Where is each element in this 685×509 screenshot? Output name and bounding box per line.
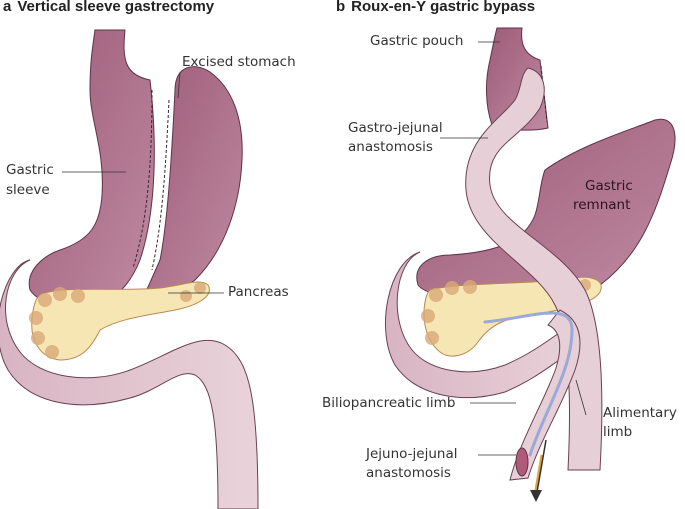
panel-b-diagram [384,27,676,502]
label-alimentary-limb-line1: Alimentary [603,405,677,421]
panel-b-title: b Roux-en-Y gastric bypass [336,0,535,15]
label-gastro-jejunal-line1: Gastro-jejunal [348,120,443,136]
food-flow-line [534,454,544,491]
label-gastric-sleeve-line1: Gastric [6,162,54,178]
panel-a-title-text: Vertical sleeve gastrectomy [17,0,215,15]
excised-staple-line [151,99,170,271]
alimentary-limb-shape [465,67,603,471]
label-alimentary-limb-line2: limb [603,424,633,440]
panel-b-letter: b [336,0,346,15]
panel-a-diagram [0,29,259,509]
label-excised-stomach: Excised stomach [182,54,296,70]
pouch-staple-line [540,65,548,123]
flow-arrowhead [530,490,542,502]
label-biliopancreatic-limb: Biliopancreatic limb [322,395,456,411]
panel-b-title-text: Roux-en-Y gastric bypass [351,0,536,15]
label-pancreas: Pancreas [228,284,289,300]
label-gastro-jejunal-line2: anastomosis [348,139,433,155]
label-gastric-sleeve-line2: sleeve [6,182,50,198]
bile-flow-line [483,311,574,457]
pancreas-bumps-b [421,279,591,345]
jejuno-jejunal-stub [515,447,529,477]
excised-stomach-shape [139,66,243,306]
panel-a-title: a Vertical sleeve gastrectomy [3,0,214,15]
label-gastric-remnant-line2: remnant [573,197,631,213]
label-jejuno-jejunal-line2: anastomosis [366,465,451,481]
flow-arrow [535,439,547,499]
sleeve-staple-line [132,89,153,269]
label-gastric-pouch: Gastric pouch [370,33,464,49]
panel-a-letter: a [3,0,12,15]
leader-lines [62,41,587,456]
label-jejuno-jejunal-line1: Jejuno-jejunal [366,446,458,462]
label-gastric-remnant-line1: Gastric [585,178,633,194]
biliopancreatic-limb-shape [509,309,581,481]
